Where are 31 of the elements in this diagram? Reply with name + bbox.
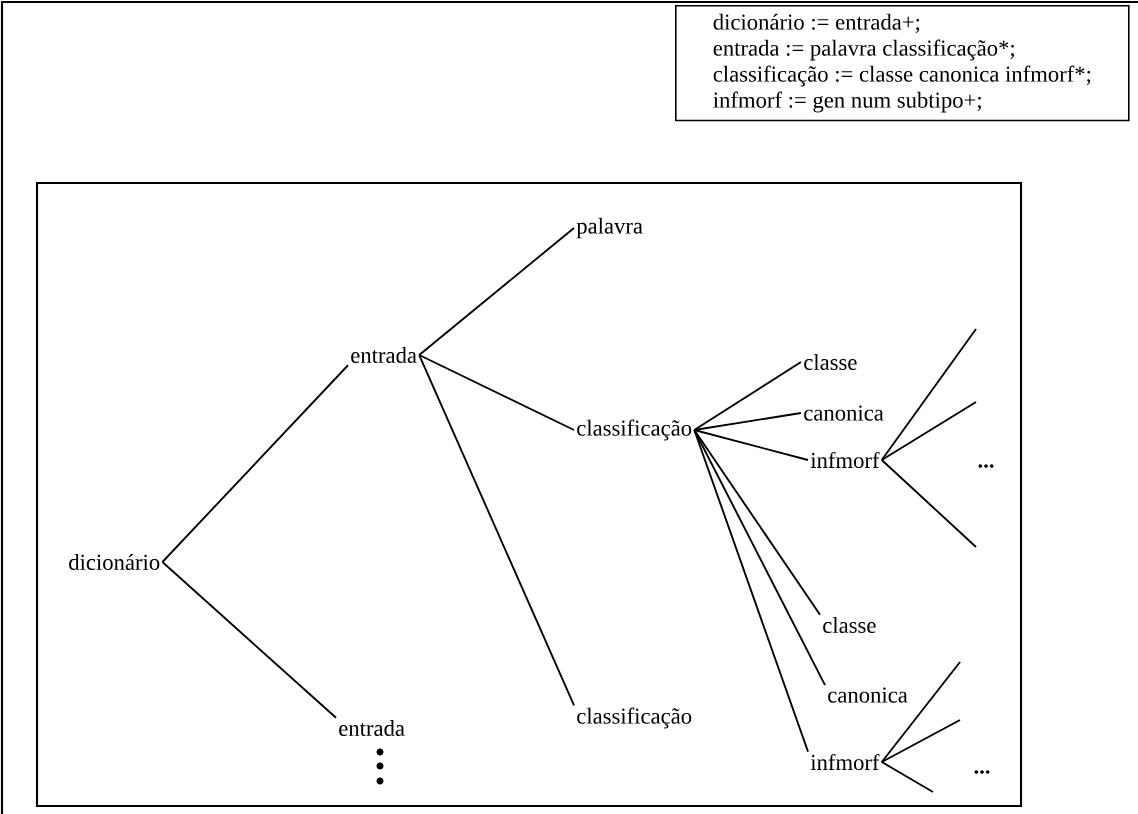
tree-label: entrada — [339, 720, 405, 736]
tree-branch — [693, 412, 802, 431]
ellipsis: ... — [978, 464, 994, 468]
tree-branch — [418, 227, 575, 356]
ellipsis: ... — [974, 770, 990, 774]
tree-label: palavra — [576, 217, 643, 239]
tree-branch — [880, 761, 934, 793]
tree-label: canonica — [804, 405, 884, 421]
tree-branch — [161, 364, 349, 563]
grammar-box: dicionário := entrada+; entrada := palavra classificação*; classificação := classe canonica infmorf*; infmorf := gen num subtipo+; — [675, 5, 1130, 122]
tree-branch — [418, 354, 575, 431]
tree-branch — [693, 361, 802, 431]
tree-label: infmorf — [810, 451, 880, 469]
tree-branch — [880, 719, 961, 763]
tree-branch — [693, 429, 809, 461]
tree-branch — [161, 561, 337, 719]
tree-branch — [418, 354, 575, 707]
tree-branch — [880, 328, 977, 461]
tree-branch — [880, 459, 977, 548]
tree-branch — [693, 429, 826, 687]
tree-label: classe — [804, 354, 857, 370]
tree-label: classificação — [577, 707, 692, 729]
tree-label: infmorf — [810, 753, 880, 771]
tree-branch — [880, 401, 977, 461]
tree-label: classe — [823, 617, 876, 633]
tree-label: dicionário — [69, 554, 160, 570]
tree-branch — [880, 661, 961, 763]
tree-label: classificação — [577, 419, 692, 441]
tree-label: canonica — [828, 687, 908, 703]
tree-label: entrada — [351, 347, 417, 363]
tree-branch — [693, 429, 809, 753]
